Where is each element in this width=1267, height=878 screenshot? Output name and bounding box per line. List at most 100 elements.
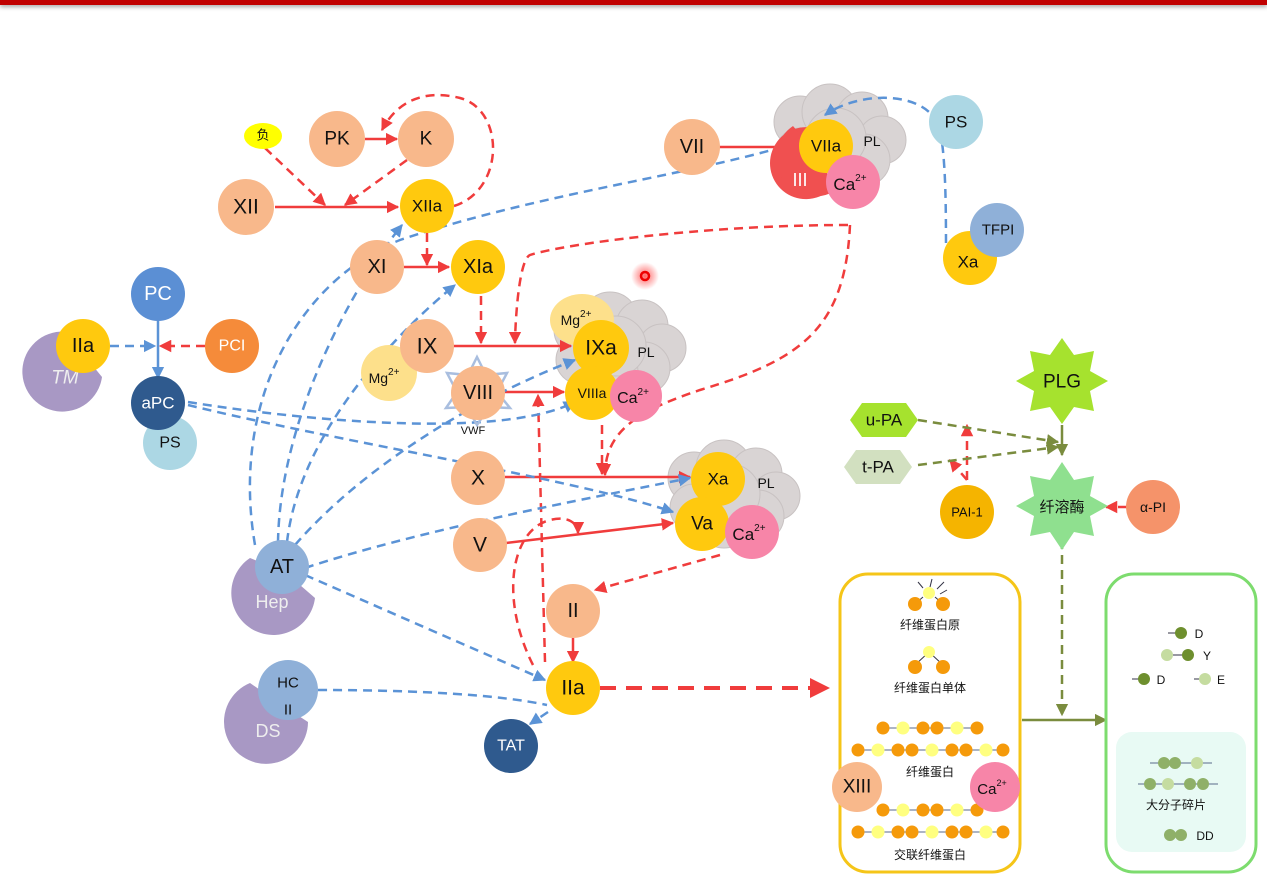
node-x[interactable]: X xyxy=(451,451,505,505)
fibrin-subunit xyxy=(916,721,930,735)
node-xiia[interactable]: XIIa xyxy=(400,179,454,233)
label-xa-tfpi: Xa xyxy=(958,253,979,272)
laser-pointer-glow xyxy=(631,262,659,290)
arrow-tpa-plasmin xyxy=(917,442,1060,467)
node-upa[interactable] xyxy=(850,403,918,437)
fibrin-monomer-icon xyxy=(908,646,950,674)
fibrin-polymer-icon xyxy=(851,721,1010,757)
node-iia[interactable]: IIa xyxy=(546,661,600,715)
node-viii[interactable]: VIII xyxy=(451,366,505,420)
node-ca-ixa[interactable]: Ca2+ xyxy=(610,370,662,422)
node-ca-fibrin[interactable]: Ca2+ xyxy=(970,762,1020,812)
label-viiia: VIIIa xyxy=(578,385,607,401)
fibrin-subunit xyxy=(891,743,905,757)
node-pai1[interactable]: PAI-1 xyxy=(940,485,994,539)
label-upa: u-PA xyxy=(866,411,903,430)
node-xia[interactable]: XIa xyxy=(451,240,505,294)
node-dermatan-sulfate[interactable] xyxy=(224,683,308,764)
label-iia-tm: IIa xyxy=(72,335,95,357)
fibrin-subunit xyxy=(996,825,1010,839)
fibrin-subunit xyxy=(916,803,930,817)
label-xii: XII xyxy=(233,196,259,219)
node-plg[interactable] xyxy=(1016,338,1108,424)
label-plasmin: 纤溶酶 xyxy=(1039,498,1084,516)
label-hc: HC xyxy=(277,675,299,692)
fdp-dd-icon xyxy=(1164,829,1187,841)
node-pk[interactable]: PK xyxy=(309,111,365,167)
node-mg-ix[interactable]: Mg2+ xyxy=(361,345,417,401)
node-tfpi[interactable]: TFPI xyxy=(970,203,1024,257)
node-viiia[interactable]: VIIIa xyxy=(565,366,619,420)
node-v[interactable]: V xyxy=(453,518,507,572)
node-alpha-pi[interactable]: α-PI xyxy=(1126,480,1180,534)
label-iii: III xyxy=(792,170,807,190)
node-ca-xa[interactable]: Ca2+ xyxy=(725,505,779,559)
node-xiii[interactable]: XIII xyxy=(832,762,882,812)
node-ix[interactable]: IX xyxy=(400,319,454,373)
node-xii[interactable]: XII xyxy=(218,179,274,235)
node-pci[interactable]: PCI xyxy=(205,319,259,373)
node-iia-tm[interactable]: IIa xyxy=(56,319,110,373)
label-negative-surface: 负 xyxy=(256,129,269,144)
label-fdp-d1: D xyxy=(1195,627,1204,641)
arrow-tf-x xyxy=(598,224,852,477)
arrow-at-iia xyxy=(304,573,547,682)
label-fdp-y: Y xyxy=(1203,649,1211,663)
node-xa[interactable]: Xa xyxy=(691,452,745,506)
node-k[interactable]: K xyxy=(398,111,454,167)
label-fdp-d2: D xyxy=(1157,673,1166,687)
node-at[interactable]: AT xyxy=(255,540,309,594)
label-fibrin-monomer: 纤维蛋白单体 xyxy=(894,680,966,695)
node-tat[interactable]: TAT xyxy=(484,719,538,773)
label-hep: Hep xyxy=(255,592,288,612)
fdp-d-fragment-2 xyxy=(1132,673,1150,685)
node-negative-surface[interactable] xyxy=(244,123,282,149)
arrow-at-viia xyxy=(248,135,814,546)
label-vii: VII xyxy=(680,136,704,158)
label-pai1: PAI-1 xyxy=(951,505,983,520)
label-xi: XI xyxy=(368,256,387,278)
node-va[interactable]: Va xyxy=(675,497,729,551)
label-k: K xyxy=(420,129,433,150)
node-xi[interactable]: XI xyxy=(350,240,404,294)
label-xia: XIa xyxy=(463,256,494,278)
fibrin-subunit xyxy=(959,743,973,757)
node-apc[interactable]: aPC xyxy=(131,376,185,430)
activation-arrows xyxy=(275,132,799,664)
fibrin-subunit xyxy=(950,721,964,735)
fibrin-subunit xyxy=(930,803,944,817)
label-mg-ix: Mg2+ xyxy=(369,367,400,387)
fibrin-subunit xyxy=(925,743,939,757)
node-ixa[interactable]: IXa xyxy=(573,320,629,376)
crosslinked-fibrin-icon xyxy=(851,803,1010,839)
node-ps-top[interactable]: PS xyxy=(929,95,983,149)
node-tpa[interactable] xyxy=(844,450,912,484)
arrow-iia-tat xyxy=(528,710,549,726)
fibrin-subunit xyxy=(979,825,993,839)
label-iia: IIa xyxy=(561,677,585,700)
fibrin-subunit xyxy=(905,825,919,839)
label-ca-xa: Ca2+ xyxy=(732,523,765,544)
node-ca-viia[interactable]: Ca2+ xyxy=(826,155,880,209)
fibrin-subunit xyxy=(851,743,865,757)
node-tm[interactable] xyxy=(22,331,102,412)
arrow-xiia-k-loop xyxy=(380,93,495,208)
label-ps-top: PS xyxy=(945,113,968,132)
arrow-neg-xii xyxy=(264,147,326,206)
arrow-v-va xyxy=(505,518,675,545)
fibrin-subunit xyxy=(871,743,885,757)
node-hcii[interactable]: HC II xyxy=(258,660,318,720)
arrow-at-xa xyxy=(304,474,692,570)
label-ca-fibrin: Ca2+ xyxy=(977,778,1006,798)
arrow-apc-va xyxy=(187,403,675,515)
arrow-iia-viii xyxy=(532,393,547,663)
fibrin-subunit xyxy=(970,721,984,735)
node-heparin[interactable] xyxy=(231,558,315,635)
node-plasmin[interactable] xyxy=(1016,462,1108,550)
node-vii[interactable]: VII xyxy=(664,119,720,175)
arrow-va-ii xyxy=(593,553,721,593)
label-pc: PC xyxy=(144,283,172,305)
arrow-pai-tpa xyxy=(949,459,968,481)
node-pc[interactable]: PC xyxy=(131,267,185,321)
node-ii[interactable]: II xyxy=(546,584,600,638)
